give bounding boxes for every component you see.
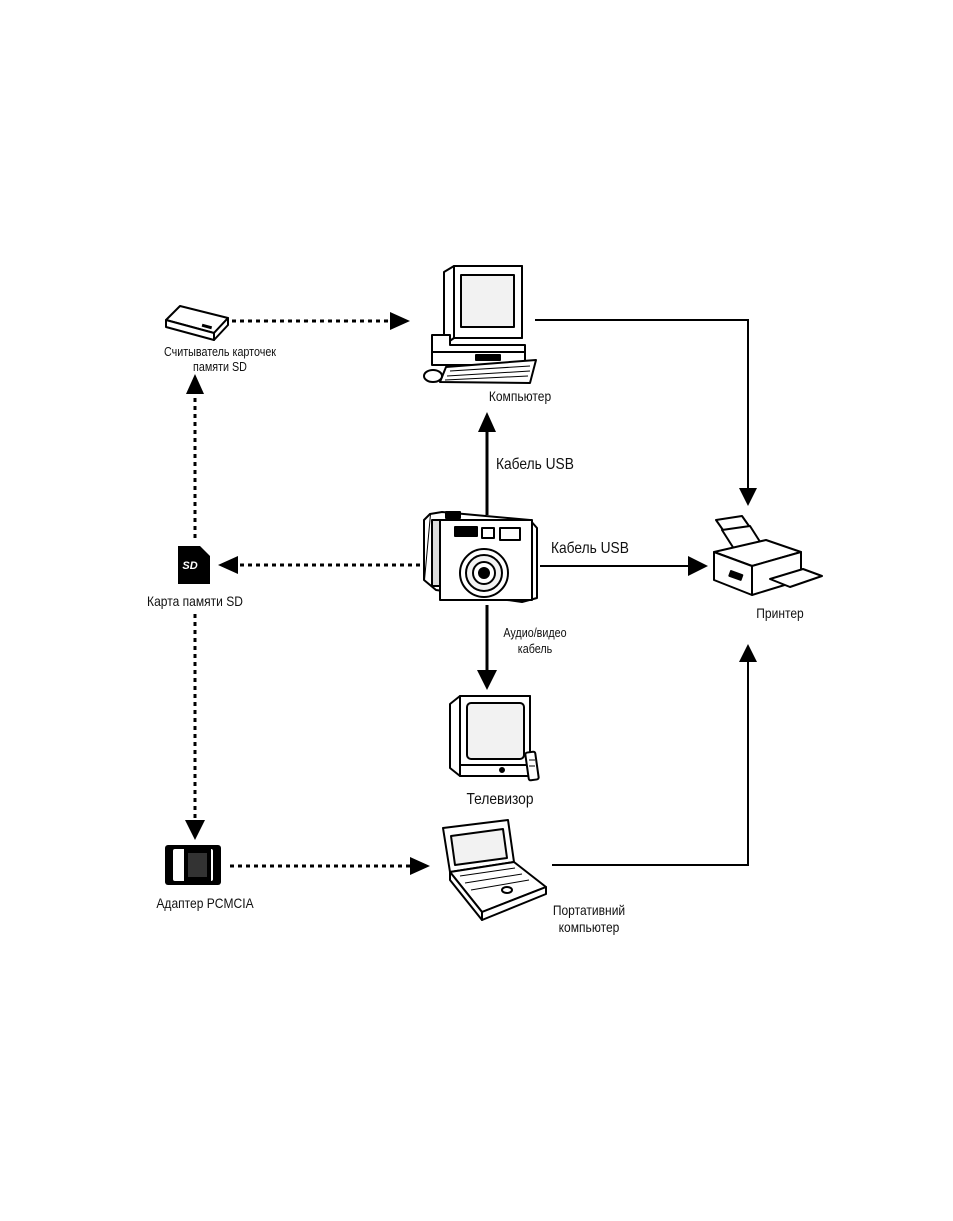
card-reader-icon <box>166 306 228 340</box>
pcmcia-adapter-icon <box>165 845 221 885</box>
laptop-label-line1: Портативний <box>542 902 637 919</box>
printer-label: Принтер <box>741 605 818 622</box>
laptop-icon <box>443 820 546 920</box>
card-reader-label-line1: Считыватель карточек <box>160 345 280 360</box>
computer-label: Компьютер <box>477 388 563 405</box>
tv-icon <box>450 696 539 781</box>
sd-logo-text: SD <box>182 560 197 572</box>
arrow-pcmcia-to-laptop <box>230 857 430 875</box>
arrow-computer-to-printer <box>535 320 757 506</box>
computer-icon <box>424 266 536 383</box>
sd-card-icon: SD <box>178 546 210 584</box>
arrow-camera-to-tv <box>477 605 497 690</box>
card-reader-label-line2: памяти SD <box>160 360 280 375</box>
arrow-reader-to-computer <box>232 312 410 330</box>
av-cable-label-line2: кабель <box>496 642 573 657</box>
sd-card-label: Карта памяти SD <box>139 593 251 610</box>
arrow-sdcard-to-pcmcia <box>185 614 205 840</box>
arrow-sdcard-to-reader <box>186 374 204 538</box>
arrow-camera-to-computer <box>478 412 496 515</box>
av-cable-label-line1: Аудио/видео <box>496 626 573 641</box>
arrow-camera-to-printer <box>540 556 708 576</box>
usb-cable-vertical-label: Кабель USB <box>496 455 574 474</box>
tv-label: Телевизор <box>453 790 548 809</box>
printer-icon <box>714 516 822 595</box>
arrow-camera-to-sdcard <box>218 556 420 574</box>
pcmcia-label: Адаптер PCMCIA <box>149 895 261 912</box>
usb-cable-horizontal-label: Кабель USB <box>551 539 629 558</box>
laptop-label-line2: компьютер <box>542 919 637 936</box>
arrow-laptop-to-printer <box>552 644 757 865</box>
camera-icon <box>424 512 537 602</box>
